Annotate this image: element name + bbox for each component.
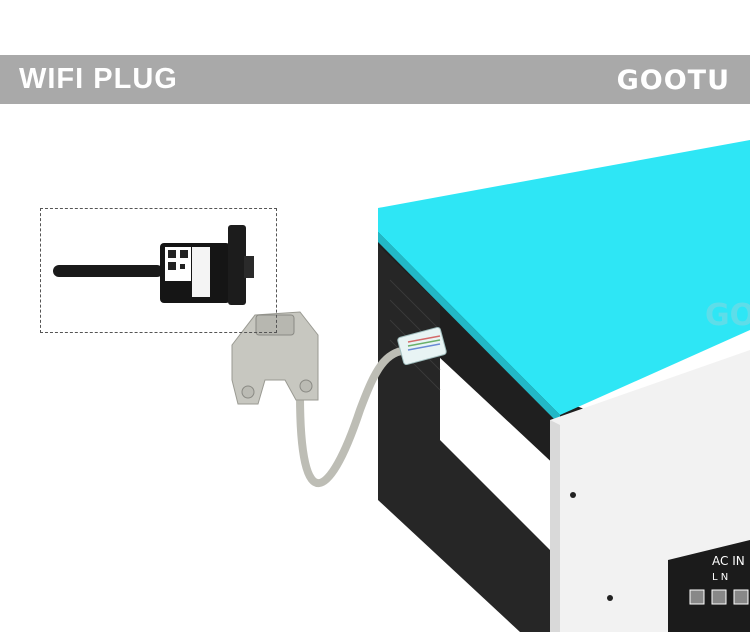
inset-frame [40,208,277,333]
rj45-connector [397,326,447,366]
brand-logo: GOOTU [616,65,730,96]
banner-title: WIFI PLUG [19,63,178,95]
header-banner: WIFI PLUG GOOTU [0,55,750,104]
cable [296,346,411,487]
inverter-top [378,140,750,415]
panel-label: AC IN [712,554,745,568]
terminal-block [668,540,750,632]
panel-sublabel: L N [712,572,728,583]
wifi-dongle [53,225,254,305]
db9-connector [231,311,319,405]
device-logo: GO [705,298,750,333]
